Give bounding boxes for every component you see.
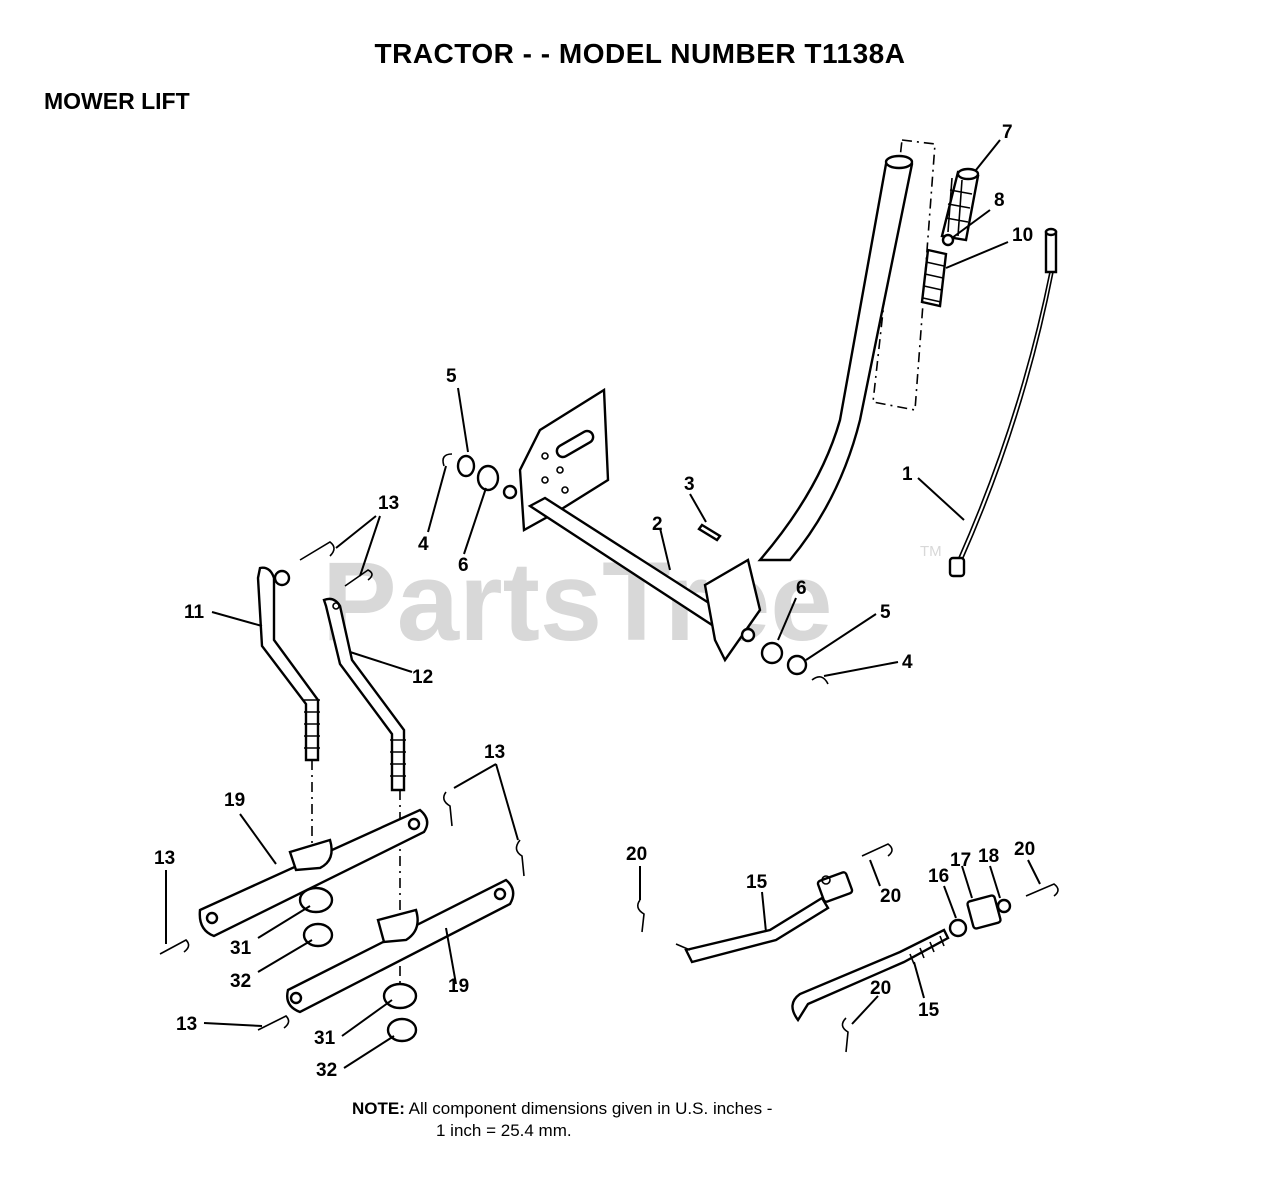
callout-18: 18 bbox=[978, 846, 999, 867]
watermark-trademark: TM bbox=[920, 543, 942, 560]
washer-left bbox=[456, 454, 476, 478]
lift-lever-handle-outline bbox=[872, 139, 936, 411]
hairpin-clip-20c bbox=[1025, 883, 1059, 897]
callout-1: 1 bbox=[902, 464, 913, 485]
clip-right bbox=[811, 676, 829, 685]
lift-link-right bbox=[322, 597, 406, 792]
callout-13-arm: 13 bbox=[484, 742, 505, 763]
note-line-2: 1 inch = 25.4 mm. bbox=[436, 1121, 572, 1140]
callout-15-lower: 15 bbox=[918, 1000, 940, 1021]
note-line-1: All component dimensions given in U.S. i… bbox=[404, 1099, 773, 1118]
knob-grip bbox=[940, 167, 980, 242]
shaft-end-left bbox=[502, 484, 518, 500]
hairpin-clip-bottom bbox=[257, 1015, 290, 1031]
lift-arm-lower bbox=[286, 878, 515, 1014]
nut-32-lower bbox=[386, 1017, 418, 1043]
callout-20-c: 20 bbox=[1014, 839, 1035, 860]
roll-pin bbox=[697, 523, 722, 542]
callout-13-left: 13 bbox=[154, 848, 175, 869]
lift-link-left bbox=[256, 566, 320, 762]
callout-32-upper: 32 bbox=[230, 971, 251, 992]
callout-12: 12 bbox=[412, 667, 433, 688]
callout-3: 3 bbox=[684, 474, 695, 495]
callout-8: 8 bbox=[994, 190, 1005, 211]
callout-19-lower: 19 bbox=[448, 976, 469, 997]
note-label: NOTE: bbox=[352, 1099, 405, 1118]
callout-17: 17 bbox=[950, 850, 971, 871]
shaft-end-right bbox=[740, 627, 756, 643]
lift-arm-upper bbox=[198, 808, 429, 938]
callout-32-lower: 32 bbox=[316, 1060, 337, 1081]
clip-left bbox=[442, 453, 453, 467]
washer-right bbox=[786, 654, 808, 676]
callout-13-top: 13 bbox=[378, 493, 399, 514]
callout-6-left: 6 bbox=[458, 555, 469, 576]
callout-5-left: 5 bbox=[446, 366, 457, 387]
callout-4-right: 4 bbox=[902, 652, 913, 673]
hairpin-clip-arm-2 bbox=[515, 839, 525, 877]
callout-15-upper: 15 bbox=[746, 872, 768, 893]
adjust-rod-upper bbox=[675, 871, 854, 964]
callout-5-right: 5 bbox=[880, 602, 891, 623]
lever-button bbox=[941, 233, 955, 247]
callout-16: 16 bbox=[928, 866, 949, 887]
hairpin-clip-20d bbox=[841, 1017, 849, 1053]
bushing-left bbox=[476, 464, 500, 492]
bushing-31-lower bbox=[382, 982, 418, 1010]
nut-18 bbox=[996, 898, 1012, 914]
hairpin-clip-left-end bbox=[159, 939, 190, 955]
hairpin-clip-20a bbox=[636, 899, 645, 933]
hairpin-clip-20b bbox=[861, 843, 893, 857]
lever-spring bbox=[920, 248, 948, 308]
hairpin-clip-top-2 bbox=[344, 569, 373, 587]
callout-19-upper: 19 bbox=[224, 790, 245, 811]
section-title: MOWER LIFT bbox=[44, 88, 190, 114]
lift-lever bbox=[757, 154, 914, 562]
callout-31-upper: 31 bbox=[230, 938, 252, 959]
bushing-31-upper bbox=[298, 886, 334, 914]
page-title: TRACTOR - - MODEL NUMBER T1138A bbox=[374, 38, 906, 69]
adjust-rod-lower bbox=[791, 928, 950, 1023]
callout-20-b: 20 bbox=[880, 886, 901, 907]
leader-lines bbox=[165, 139, 1041, 1069]
callout-31-lower: 31 bbox=[314, 1028, 336, 1049]
washer-16 bbox=[948, 918, 968, 938]
lift-rod bbox=[948, 227, 1058, 578]
callout-7: 7 bbox=[1002, 122, 1013, 143]
hairpin-clip-top-1 bbox=[299, 541, 335, 561]
trunnion-17 bbox=[966, 894, 1002, 930]
callout-numbers: 1 2 3 4 4 5 5 6 6 7 8 10 11 12 13 13 13 … bbox=[154, 122, 1035, 1081]
callout-6-right: 6 bbox=[796, 578, 807, 599]
callout-2: 2 bbox=[652, 514, 663, 535]
callout-4-left: 4 bbox=[418, 534, 429, 555]
hairpin-clip-arm-1 bbox=[442, 791, 453, 827]
callout-20-d: 20 bbox=[870, 978, 891, 999]
dimension-note: NOTE: All component dimensions given in … bbox=[352, 1098, 772, 1142]
callout-13-bottom: 13 bbox=[176, 1014, 197, 1035]
callout-20-a: 20 bbox=[626, 844, 647, 865]
callout-11: 11 bbox=[184, 602, 205, 623]
bushing-right bbox=[760, 641, 784, 665]
callout-10: 10 bbox=[1012, 225, 1033, 246]
